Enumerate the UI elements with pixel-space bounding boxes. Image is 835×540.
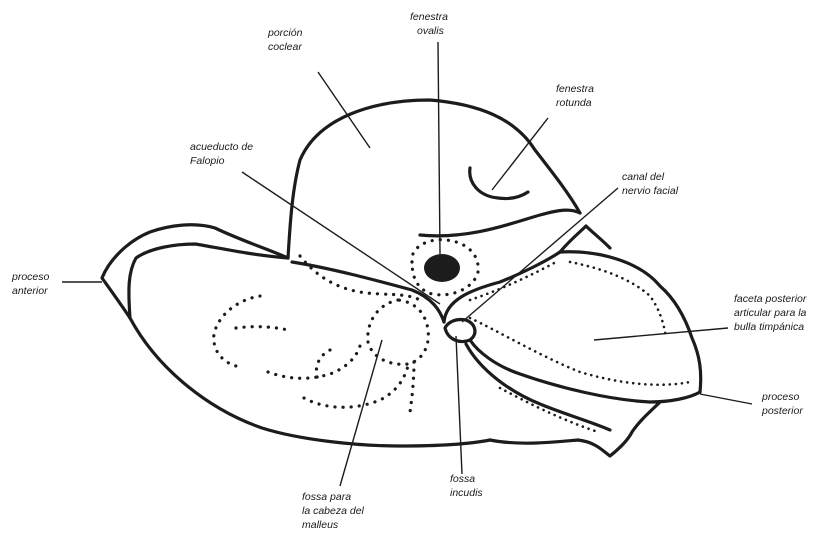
leader-fossa-malleus	[340, 340, 382, 486]
label-canal-nervio-facial: canal del nervio facial	[622, 171, 679, 197]
dotted-malleus-fossa	[368, 300, 429, 364]
dotted-lower-rim	[500, 388, 598, 432]
dotted-spiral-middle	[236, 327, 288, 330]
dotted-lower-arc	[304, 366, 408, 407]
fossa-incudis-ring	[445, 319, 475, 341]
anterior-process-inner-rim	[129, 244, 288, 318]
leader-proceso-posterior	[700, 394, 752, 404]
inferior-border-outline	[130, 318, 490, 446]
ventral-lobe-outline	[490, 402, 660, 456]
dotted-facet-inner	[570, 262, 666, 338]
dotted-facet-rim	[470, 318, 690, 385]
dotted-canal-edge	[470, 262, 556, 300]
label-porcion-coclear: porción coclear	[267, 27, 305, 53]
posterior-facet-outline	[560, 252, 701, 392]
facial-canal-junction	[560, 226, 610, 252]
dotted-left-hook	[316, 350, 330, 384]
upper-ridge-outline	[420, 210, 580, 236]
label-proceso-posterior: proceso posterior	[761, 391, 803, 417]
fenestra-ovalis-blob	[424, 254, 460, 282]
label-faceta-posterior: faceta posterior articular para la bulla…	[734, 293, 809, 333]
posterior-process-outline	[470, 340, 700, 402]
leader-faceta-posterior	[594, 328, 728, 340]
label-fossa-malleus: fossa para la cabeza del malleus	[302, 491, 367, 531]
leader-fossa-incudis	[456, 336, 462, 474]
label-fenestra-ovalis: fenestra ovalis	[410, 11, 451, 37]
dotted-spiral-lower	[268, 346, 360, 378]
dotted-drop-line	[410, 362, 414, 412]
leader-acueducto-falopio	[242, 172, 440, 304]
dotted-spiral-outer	[214, 296, 260, 366]
leader-lines	[62, 42, 752, 486]
label-fossa-incudis: fossa incudis	[450, 473, 483, 499]
leader-fenestra-ovalis	[438, 42, 440, 254]
rotund-window-outline	[470, 168, 528, 199]
label-fenestra-rotunda: fenestra rotunda	[556, 83, 597, 109]
label-proceso-anterior: proceso anterior	[11, 271, 52, 297]
label-acueducto-falopio: acueducto de Falopio	[190, 141, 256, 167]
